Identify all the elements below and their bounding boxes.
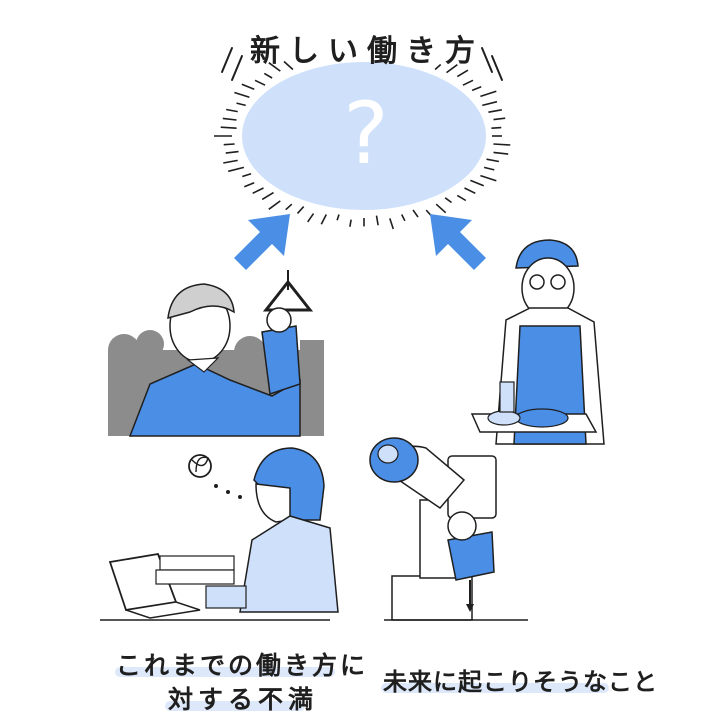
caption-left-line2: 対する不満 — [168, 685, 319, 714]
burst-line — [285, 203, 293, 211]
burst-line — [412, 209, 419, 218]
burst-line — [234, 91, 250, 99]
question-mark: ? — [343, 84, 389, 184]
burst-line — [336, 214, 340, 221]
title-slashes — [221, 47, 503, 81]
caption-left-line1: これまでの働き方に — [116, 651, 369, 680]
burst-line — [470, 179, 485, 187]
burst-line — [244, 181, 255, 188]
burst-line — [456, 69, 469, 78]
arrow-right-up — [430, 214, 486, 270]
burst-line — [226, 108, 238, 113]
burst-line — [242, 172, 252, 178]
burst-line — [434, 63, 442, 71]
burst-line — [223, 143, 235, 146]
thought-cloud — [242, 62, 486, 210]
burst-line — [444, 197, 452, 204]
burst-line — [471, 86, 482, 92]
burst-line — [480, 90, 497, 98]
burst-line — [483, 166, 495, 171]
caption-right: 未来に起こりそうなこと — [383, 668, 658, 696]
burst-line — [268, 200, 281, 210]
burst-line — [254, 79, 266, 86]
burst-line — [236, 102, 246, 107]
burst-line — [462, 79, 474, 86]
burst-line — [223, 159, 238, 164]
robot-arm-panel — [369, 437, 528, 621]
burst-line — [225, 150, 239, 154]
burst-line — [488, 109, 502, 113]
burst-line — [435, 203, 447, 214]
burst-line — [464, 187, 476, 195]
arrow-left-up — [234, 214, 290, 270]
cafeteria-worker-panel — [470, 239, 605, 445]
burst-line — [268, 62, 281, 72]
tired-worker-panel — [100, 447, 339, 621]
burst-line — [446, 64, 458, 74]
burst-line — [486, 158, 500, 163]
burst-line — [228, 166, 245, 173]
burst-line — [491, 126, 502, 129]
burst-line — [480, 174, 497, 182]
burst-line — [283, 60, 294, 71]
burst-line — [220, 126, 237, 129]
burst-line — [482, 100, 498, 107]
burst-line — [375, 215, 379, 226]
burst-line — [296, 206, 305, 214]
caption-underlines — [115, 667, 609, 711]
burst-line — [349, 219, 352, 227]
burst-line — [307, 213, 315, 223]
burst-line — [493, 117, 506, 121]
burst-line — [241, 83, 255, 91]
burst-line — [456, 194, 467, 202]
commuter-panel — [108, 270, 324, 437]
burst-line — [493, 143, 511, 146]
burst-line — [252, 187, 264, 195]
burst-line — [400, 214, 406, 222]
burst-line — [261, 191, 274, 201]
burst-line — [493, 151, 509, 155]
burst-line — [389, 218, 395, 230]
burst-line — [320, 214, 328, 225]
burst-line — [263, 72, 273, 79]
diagram-title: 新しい働き方 — [250, 34, 484, 69]
burst-line — [222, 117, 237, 121]
burst-lines — [214, 60, 511, 230]
